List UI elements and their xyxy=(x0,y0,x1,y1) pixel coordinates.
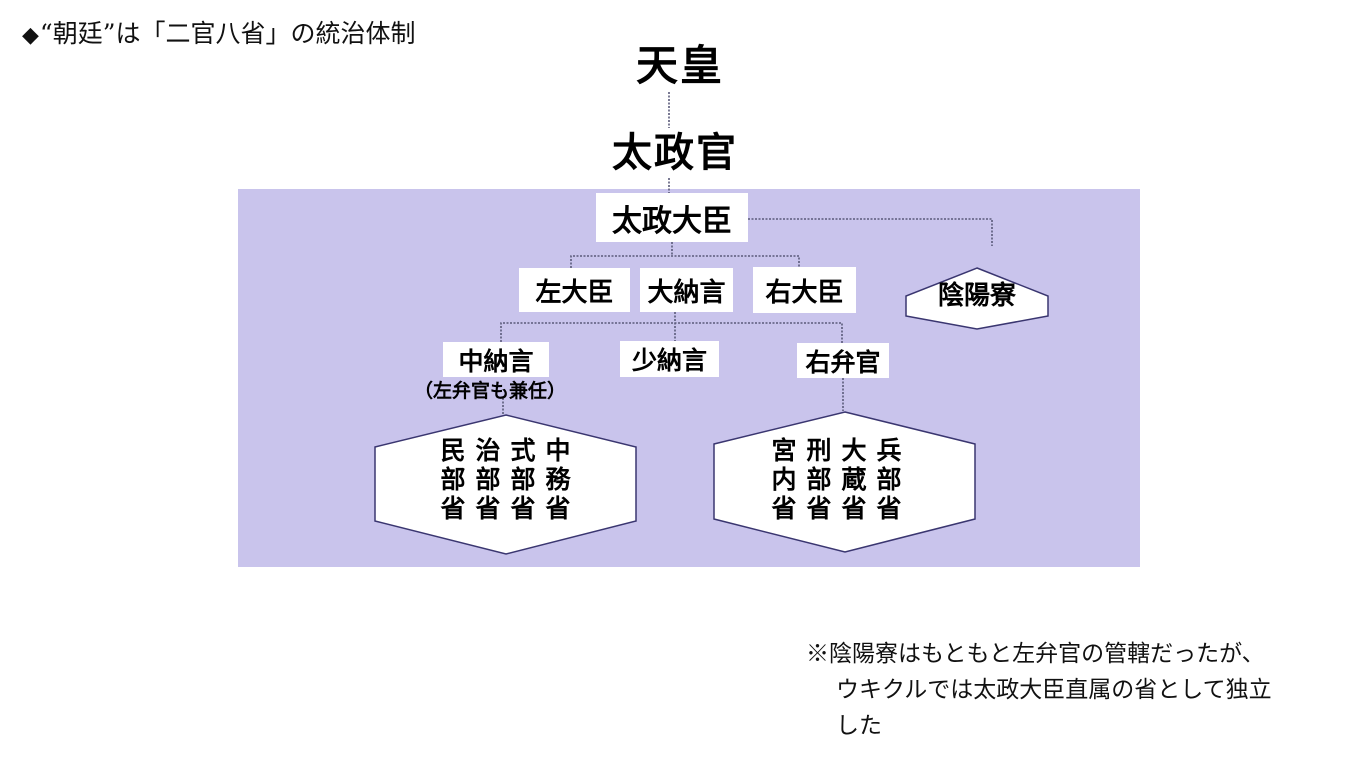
minister-of-right-box: 右大臣 xyxy=(753,267,856,313)
ministry-minbu: 民部省 xyxy=(437,437,466,524)
footnote: ※陰陽寮はもともと左弁官の管轄だったが、 ウキクルでは太政大臣直属の省として独立… xyxy=(806,636,1346,744)
minister-of-left-box: 左大臣 xyxy=(519,268,630,312)
bureau-label: 陰陽寮 xyxy=(937,280,1016,311)
ministry-okura: 大蔵省 xyxy=(838,437,867,524)
ministry-nakatsukasa: 中務省 xyxy=(542,437,571,524)
right-ministries-group: 宮内省 刑部省 大蔵省 兵部省 xyxy=(768,437,902,527)
ministry-jibu: 治部省 xyxy=(472,437,501,524)
concurrent-post-note: （左弁官も兼任） xyxy=(414,380,567,402)
council-panel xyxy=(238,189,1140,567)
title-text: “朝廷”は「二官八省」の統治体制 xyxy=(39,19,416,48)
left-ministries-group: 民部省 治部省 式部省 中務省 xyxy=(437,437,571,527)
right-controller-box: 右弁官 xyxy=(797,343,889,378)
footnote-line-3: した xyxy=(836,713,882,739)
diamond-bullet-icon: ◆ xyxy=(22,23,39,48)
minor-councillor-box: 少納言 xyxy=(620,341,719,377)
slide-title: ◆“朝廷”は「二官八省」の統治体制 xyxy=(22,16,416,54)
chancellor-box: 太政大臣 xyxy=(596,193,748,242)
middle-councillor-box: 中納言 xyxy=(443,342,549,377)
emperor-label: 天皇 xyxy=(635,41,724,90)
ministry-shikibu: 式部省 xyxy=(507,437,536,524)
council-label: 太政官 xyxy=(612,129,738,176)
chief-councillor-box: 大納言 xyxy=(640,268,733,312)
footnote-line-2: ウキクルでは太政大臣直属の省として独立 xyxy=(836,677,1272,703)
ministry-kunai: 宮内省 xyxy=(768,437,797,524)
ministry-gyobu: 刑部省 xyxy=(803,437,832,524)
ministry-hyobu: 兵部省 xyxy=(873,437,902,524)
footnote-line-1: ※陰陽寮はもともと左弁官の管轄だったが、 xyxy=(806,641,1265,667)
